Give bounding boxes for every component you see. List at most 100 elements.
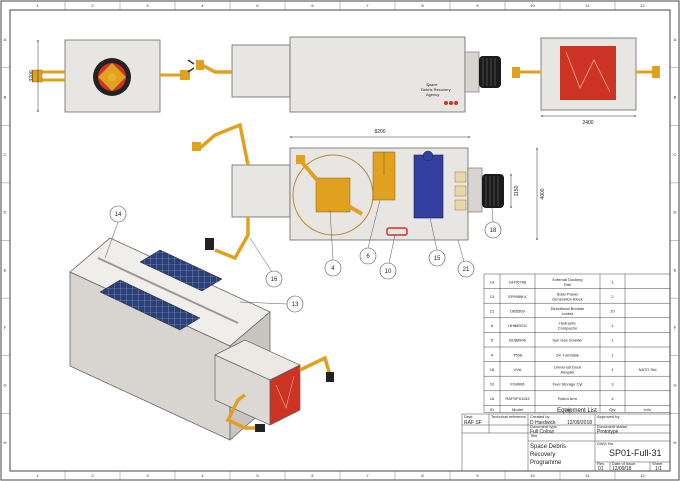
- plan-view: 8200 4000 1150: [192, 122, 546, 261]
- zone-column-label: 6: [311, 473, 314, 478]
- equipment-cell: NATO Std: [639, 367, 657, 372]
- zone-column-label: 9: [476, 473, 479, 478]
- zone-row-label: B: [674, 94, 677, 99]
- equipment-cell: 18: [490, 367, 495, 372]
- dimension-2400: 2400: [582, 120, 593, 126]
- equipment-cell: 1: [611, 338, 614, 343]
- equipment-cell: RAFSP01153: [505, 396, 530, 401]
- logo-line2: Debris Recovery: [421, 87, 451, 92]
- equipment-cell: BU88996: [509, 338, 526, 343]
- balloon-13: 13: [292, 302, 299, 308]
- zone-row-label: C: [674, 152, 677, 157]
- zone-column-label: 5: [256, 473, 259, 478]
- equipment-cell: Robot Arm: [558, 396, 578, 401]
- equipment-cell: External Docking: [552, 277, 582, 282]
- zone-row-label: H: [674, 440, 677, 445]
- equipment-cell: Generation Block: [552, 296, 583, 301]
- created-by-label: Created by: [530, 414, 550, 419]
- equipment-header-cell: Info: [644, 407, 651, 412]
- balloon-21: 21: [463, 267, 470, 273]
- zone-row-label: B: [4, 94, 7, 99]
- equipment-cell: 14: [490, 279, 495, 284]
- zone-row-label: A: [4, 37, 7, 42]
- equipment-cell: 2: [611, 294, 614, 299]
- equipment-cell: 20: [610, 309, 615, 314]
- zone-column-label: 1: [36, 3, 39, 8]
- equipment-cell: Compactor: [558, 326, 578, 331]
- zone-column-label: 12: [640, 3, 645, 8]
- zone-row-label: F: [674, 325, 677, 330]
- equipment-cell: Solar Power: [557, 291, 579, 296]
- zone-row-label: A: [674, 37, 677, 42]
- balloon-18: 18: [490, 228, 497, 234]
- zone-column-label: 7: [366, 473, 369, 478]
- equipment-cell: UVA: [514, 367, 522, 372]
- equipment-cell: rocket: [562, 311, 574, 316]
- zone-column-label: 4: [201, 473, 204, 478]
- equipment-cell: Universal Dock: [554, 364, 581, 369]
- title-label: Title: [530, 433, 538, 438]
- equipment-cell: GHT6788: [509, 279, 527, 284]
- equipment-cell: DB5569: [510, 309, 525, 314]
- zone-row-label: E: [674, 267, 677, 272]
- dimension-8200: 8200: [374, 129, 385, 135]
- callout-balloons: 14 13 16 4 6 10 15 21 18: [104, 199, 502, 313]
- equipment-cell: 4: [491, 352, 494, 357]
- zone-column-label: 8: [421, 473, 424, 478]
- created-by-value: D Hardwick: [530, 420, 556, 426]
- created-date: 12/09/2018: [567, 420, 592, 426]
- rev-label: Rev.: [597, 461, 605, 466]
- approved-by-label: Approved by: [597, 414, 619, 419]
- zone-column-label: 6: [311, 3, 314, 8]
- equipment-cell: 4: [611, 396, 614, 401]
- zone-column-label: 12: [640, 473, 645, 478]
- doc-type-label: Document type: [530, 424, 558, 429]
- dimension-4000: 4000: [540, 188, 546, 199]
- equipment-cell: 10: [490, 382, 495, 387]
- sheet-value: 1/1: [655, 466, 662, 472]
- equipment-cell: SP9989LK: [508, 294, 527, 299]
- zone-column-label: 11: [585, 473, 590, 478]
- rev-value: 01: [598, 466, 604, 472]
- equipment-cell: 21: [490, 309, 495, 314]
- zone-column-label: 3: [146, 3, 149, 8]
- doc-type-value: Full Colour: [530, 429, 555, 435]
- equipment-header-cell: Model: [512, 407, 523, 412]
- zone-row-label: G: [3, 383, 6, 388]
- issue-label: Date of issue: [612, 461, 636, 466]
- zone-column-label: 7: [366, 3, 369, 8]
- doc-status-value: Prototype: [597, 429, 619, 435]
- zone-column-label: 9: [476, 3, 479, 8]
- zone-row-label: E: [4, 267, 7, 272]
- equipment-cell: 1: [611, 367, 614, 372]
- zone-row-label: C: [4, 152, 7, 157]
- equipment-cell: Fuel Storage Cyl: [553, 382, 583, 387]
- balloon-10: 10: [385, 269, 392, 275]
- issue-value: 12/09/18: [612, 466, 632, 472]
- equipment-cell: HH889GG: [508, 323, 527, 328]
- logo-line1: Space: [426, 82, 438, 87]
- equipment-list-caption: Equipment List: [557, 408, 597, 414]
- zone-column-label: 4: [201, 3, 204, 8]
- zone-row-label: H: [4, 440, 7, 445]
- isometric-view: [69, 237, 334, 441]
- zone-column-label: 3: [146, 473, 149, 478]
- sheet-label: Sheet: [652, 461, 663, 466]
- zone-column-label: 2: [91, 3, 94, 8]
- dimension-1150: 1150: [514, 185, 520, 196]
- title-block: [461, 413, 671, 472]
- equipment-cell: 5: [491, 338, 494, 343]
- balloon-14: 14: [115, 212, 122, 218]
- equipment-cell: 1: [611, 323, 614, 328]
- end-view-left: 3200: [29, 39, 190, 113]
- equipment-cell: Directional Booster: [551, 306, 585, 311]
- title-line2: Recovery: [530, 452, 555, 458]
- equipment-header-cell: ID: [490, 407, 494, 412]
- zone-row-label: G: [673, 383, 676, 388]
- equipment-cell: Hydraulic: [559, 321, 576, 326]
- dwg-no-label: DWG No.: [597, 441, 614, 446]
- zone-column-label: 2: [91, 473, 94, 478]
